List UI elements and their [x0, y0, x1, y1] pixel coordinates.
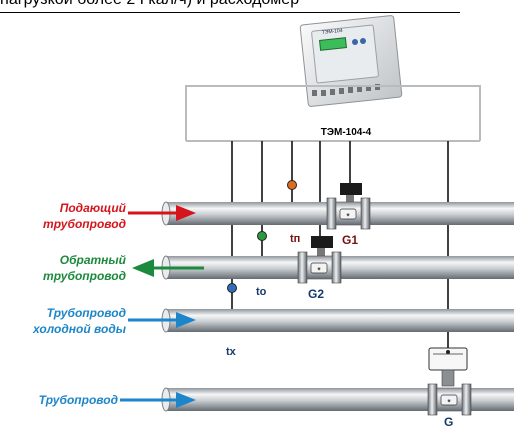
flow-arrow-supply	[128, 205, 196, 221]
pipe-label-supply-line1: Подающий	[60, 201, 127, 215]
meter-device: ТЭМ-104	[299, 15, 403, 107]
pipe-label-cold-line1: Трубопровод	[47, 306, 126, 320]
flow-label-g: G	[444, 415, 453, 427]
svg-text:⁕: ⁕	[345, 213, 350, 219]
device-button-icon	[352, 39, 358, 45]
temp-sensor-cold	[227, 283, 237, 293]
device-name-label: ТЭМ-104-4	[321, 127, 372, 138]
flow-meter-g: ⁕	[427, 347, 472, 416]
pipe-label-return-line1: Обратный	[60, 253, 127, 267]
pipe-labels: Подающий трубопровод Обратный трубопрово…	[32, 201, 127, 407]
temp-sensor-supply	[287, 180, 297, 190]
pipe-label-cold-line2: холодной воды	[32, 322, 127, 336]
flow-meter-g2: ⁕	[297, 236, 342, 284]
flow-label-g2: G2	[308, 287, 324, 301]
caption-underline	[0, 12, 460, 13]
flow-arrow-return	[132, 259, 204, 277]
svg-text:⁕: ⁕	[446, 399, 451, 405]
sensor-dot-icon	[287, 180, 297, 190]
pipe-end-caps	[161, 201, 171, 412]
pipe-label-bottom: Трубопровод	[39, 393, 118, 407]
device-panel-label: ТЭМ-104	[322, 28, 344, 36]
flow-meter-head	[311, 236, 333, 248]
pipe-label-supply-line2: трубопровод	[43, 217, 126, 231]
flow-meter-head	[340, 183, 362, 195]
pipe-cold-water	[165, 309, 514, 332]
wiring-frame	[185, 85, 481, 141]
caption-text: нагрузкой более 2 Гкал/ч) и расходомер	[0, 0, 514, 13]
temp-label-cold: tх	[226, 346, 237, 358]
device-display	[318, 37, 348, 51]
sensor-dot-icon	[257, 231, 267, 241]
flow-arrow-bottom	[120, 392, 196, 408]
device-button-icon	[360, 38, 366, 44]
flow-arrow-cold	[128, 312, 196, 328]
flow-label-g1: G1	[342, 233, 358, 247]
temp-label-supply: tп	[290, 233, 300, 245]
pipe-label-return-line2: трубопровод	[43, 269, 126, 283]
temp-sensor-return	[257, 231, 267, 241]
pipe-bottom	[165, 388, 514, 411]
flow-meter-g1: ⁕	[326, 183, 371, 230]
svg-text:⁕: ⁕	[316, 267, 321, 273]
sensor-dot-icon	[227, 283, 237, 293]
temp-label-return: tо	[256, 286, 267, 298]
